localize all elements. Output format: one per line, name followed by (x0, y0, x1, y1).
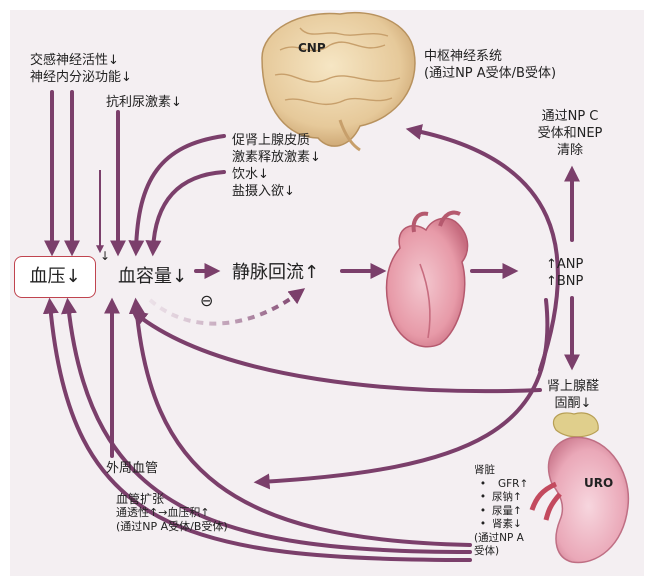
small-down-arrow: ↓ (100, 249, 111, 263)
kidney-via-line1: (通过NP A (474, 531, 524, 544)
ald-line1: 肾上腺醛 (546, 379, 599, 394)
acth-line4: 盐摄入欲↓ (232, 184, 295, 199)
anp-label: ↑ANP (546, 257, 584, 272)
kidney-item: •尿钠↑ (479, 491, 522, 503)
kidney-item: •GFR↑ (479, 477, 529, 490)
cnp-label: CNP (298, 41, 326, 55)
arrow-thirst-to-volume (145, 170, 226, 257)
cns-line2: (通过NP A受体/B受体) (424, 66, 557, 81)
adh-label: 抗利尿激素↓ (106, 95, 182, 110)
kidney-effects: 肾脏 •GFR↑ •尿钠↑ •尿量↑ •肾素↓ (通过NP A 受体) (474, 464, 528, 559)
arrow-dashed-feedback (148, 288, 306, 326)
arrow-acth-to-volume (128, 134, 226, 257)
aldosterone-label: 肾上腺醛 固酮↓ (528, 378, 618, 412)
bnp-label: ↑BNP (546, 274, 584, 289)
venous-return-label: 静脉回流↑ (232, 262, 320, 283)
arrow-kidney-to-bp (42, 297, 472, 562)
kidney-image (529, 412, 630, 564)
vasodilation-label: 血管扩张 通透性↑→血压积↑ (通过NP A受体/B受体) (116, 492, 228, 534)
clear-line2: 受体和NEP (537, 126, 603, 141)
brain-image (261, 11, 416, 152)
vaso-line3: (通过NP A受体/B受体) (116, 520, 228, 533)
cns-label: 中枢神经系统 (通过NP A受体/B受体) (424, 48, 556, 82)
peripheral-vessels-label: 外周血管 (106, 461, 159, 476)
symp-line1: 交感神经活性↓ (30, 53, 119, 68)
clear-line3: 清除 (556, 143, 583, 158)
acth-line3: 饮水↓ (232, 167, 269, 182)
kidney-via-line2: 受体) (474, 545, 500, 557)
arrow-kidney-to-volume (128, 297, 472, 547)
vaso-line1: 血管扩张 (116, 492, 165, 506)
arrow-np-to-cns (405, 124, 560, 372)
cns-line1: 中枢神经系统 (424, 49, 503, 64)
blood-pressure-box: 血压↓ (14, 256, 96, 298)
arrow-adrenal-to-volume (130, 310, 542, 394)
heart-image (385, 210, 469, 348)
vaso-line2: 通透性↑→血压积↑ (116, 506, 210, 519)
np-label: ↑ANP ↑BNP (546, 256, 583, 290)
blood-volume-label: 血容量↓ (118, 266, 188, 287)
kidney-item: •肾素↓ (479, 518, 522, 530)
sympathetic-label: 交感神经活性↓ 神经内分泌功能↓ (30, 52, 132, 86)
clear-line1: 通过NP C (541, 109, 599, 124)
blood-pressure-label: 血压↓ (29, 266, 81, 287)
symp-line2: 神经内分泌功能↓ (30, 70, 132, 85)
ald-line2: 固酮↓ (554, 396, 592, 411)
uro-label: URO (584, 476, 614, 490)
acth-line1: 促肾上腺皮质 (232, 133, 311, 148)
arrow-np-to-peripheral (253, 298, 550, 490)
kidney-title: 肾脏 (474, 464, 495, 476)
arrow-kidney-to-bp2 (61, 297, 472, 554)
acth-line2: 激素释放激素↓ (232, 150, 321, 165)
acth-label: 促肾上腺皮质 激素释放激素↓ 饮水↓ 盐摄入欲↓ (232, 132, 321, 200)
kidney-item: •尿量↑ (479, 504, 522, 517)
minus-sign: ⊖ (200, 291, 214, 310)
clearance-label: 通过NP C 受体和NEP 清除 (520, 108, 620, 159)
